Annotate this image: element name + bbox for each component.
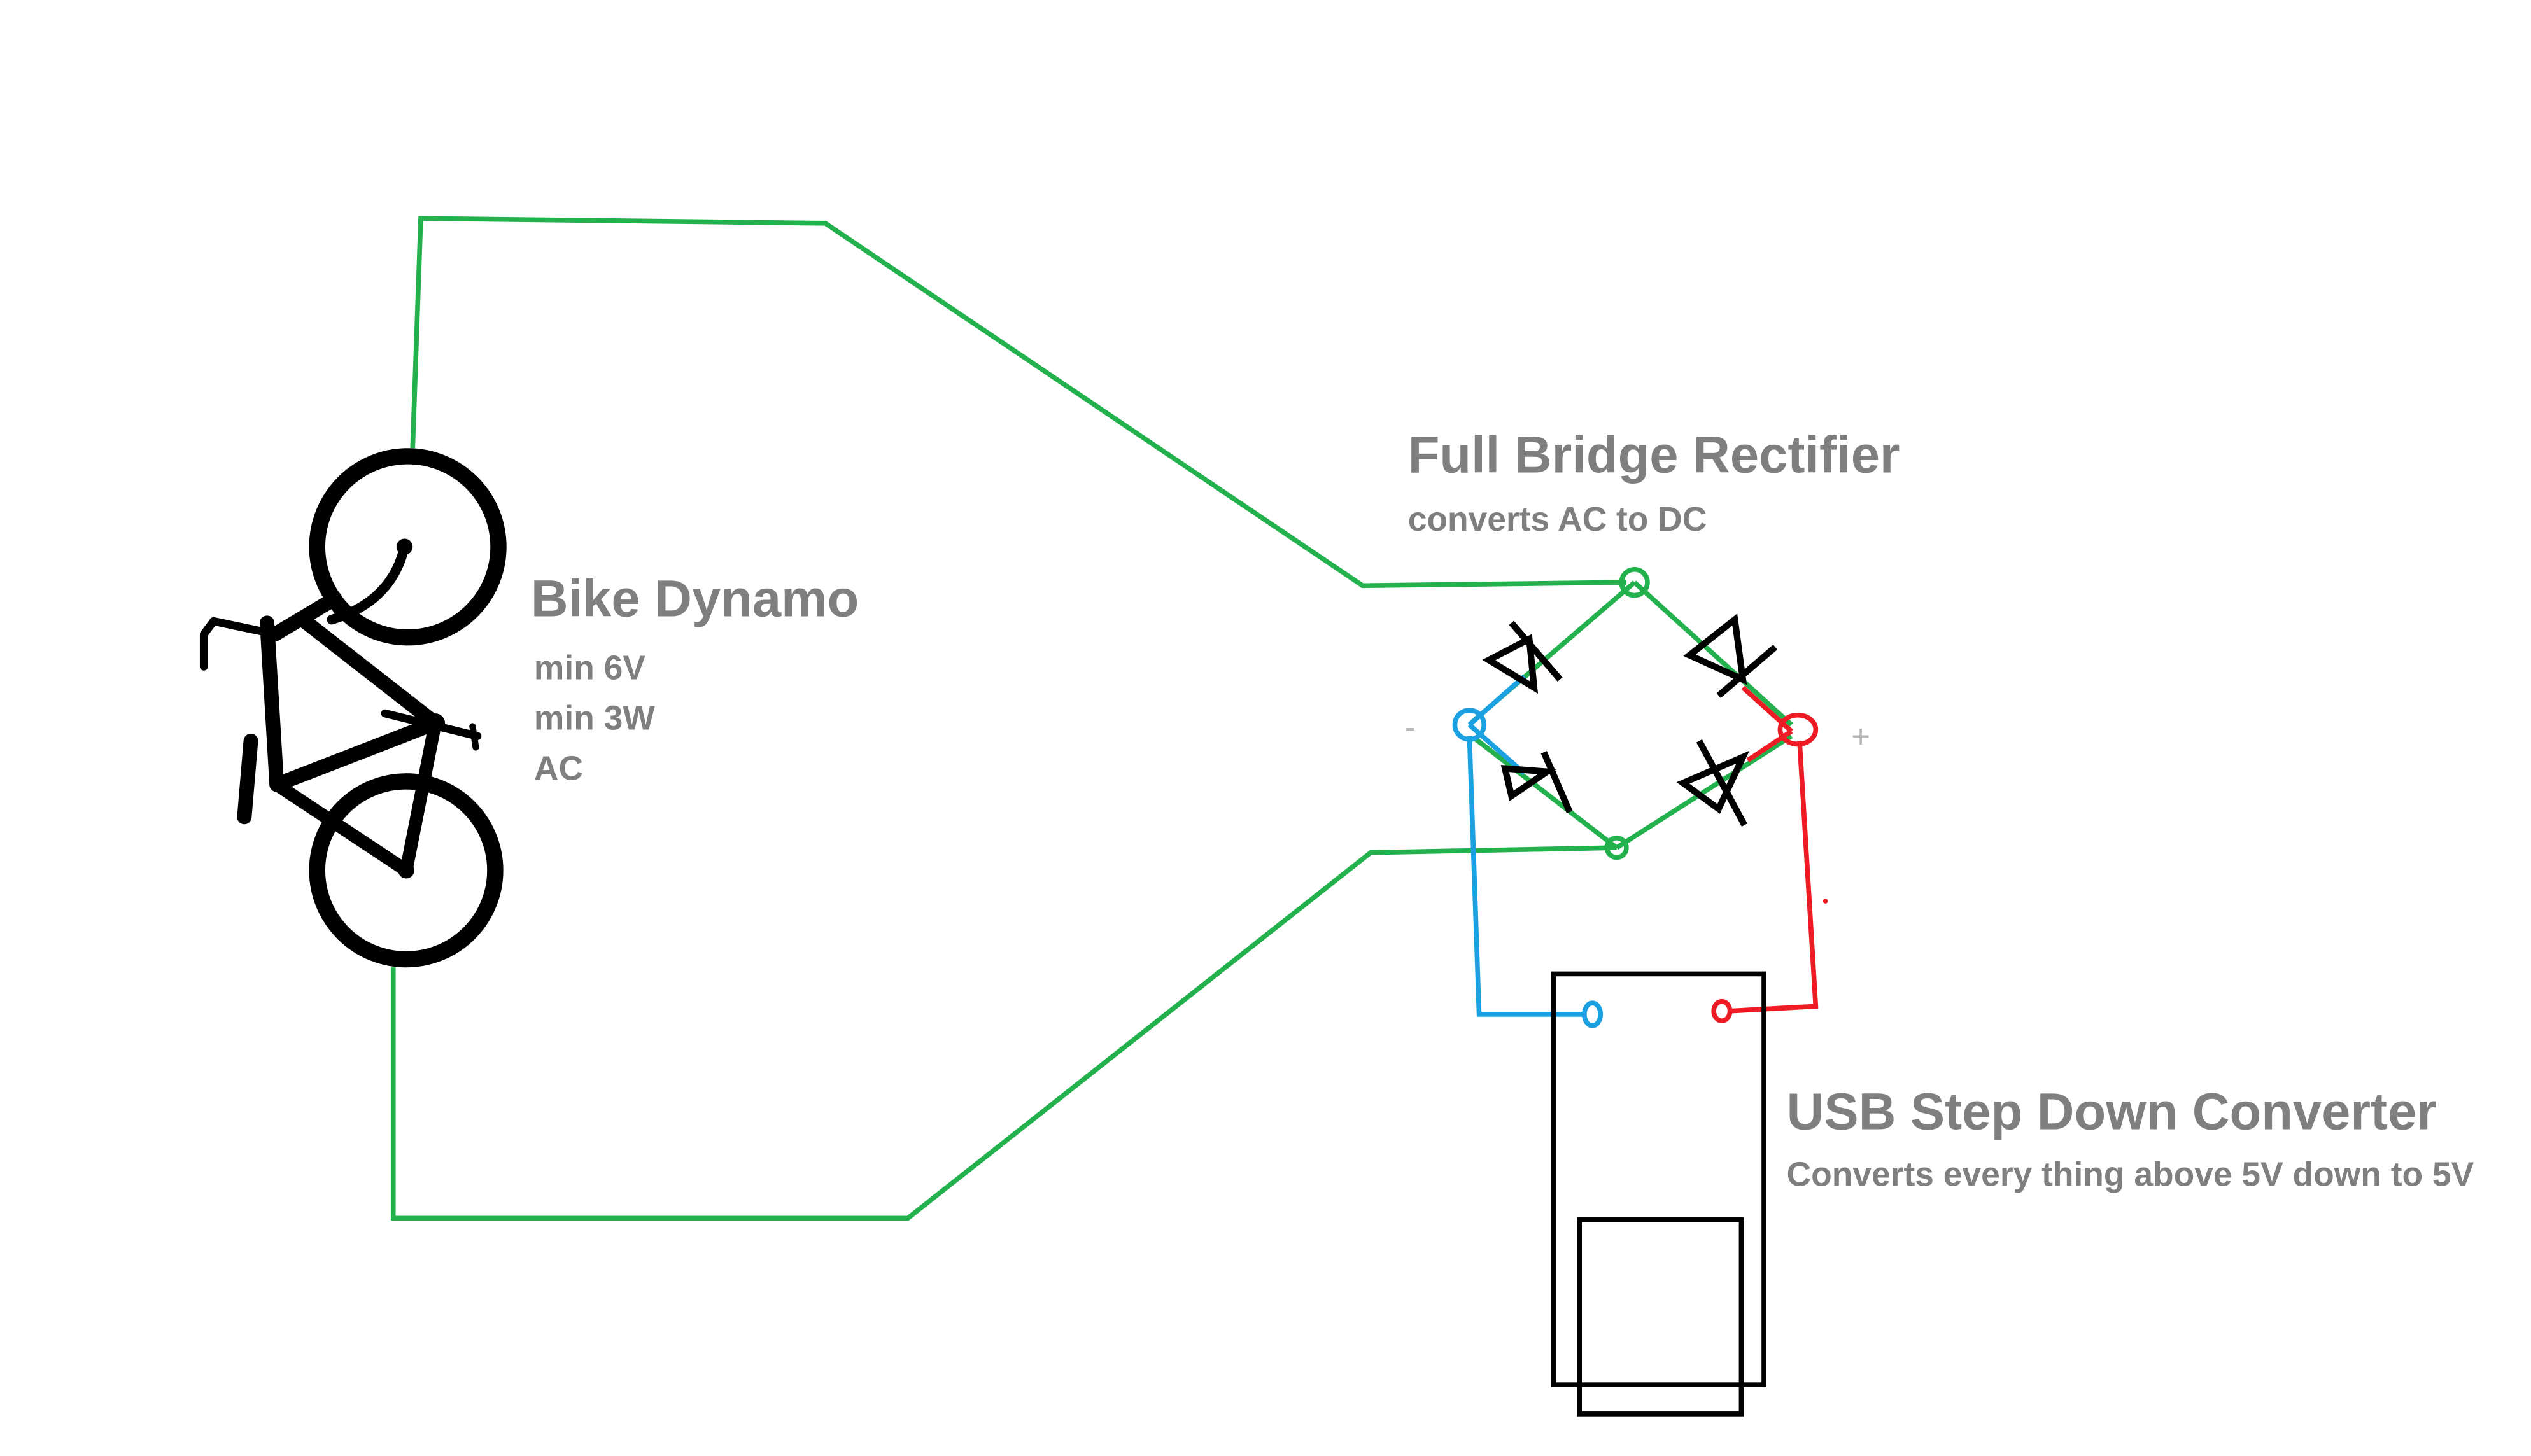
rectifier-title: Full Bridge Rectifier xyxy=(1408,426,1900,484)
converter-positive-terminal xyxy=(1711,998,1733,1023)
stray-dot xyxy=(1822,899,1828,904)
dynamo-spec-voltage: min 6V xyxy=(534,650,645,687)
positive-polarity-label: + xyxy=(1851,718,1870,755)
usb-port xyxy=(1577,1217,1744,1417)
bridge-edge-top-right xyxy=(1633,580,1793,727)
rectifier-subtitle: converts AC to DC xyxy=(1408,501,1707,538)
positive-node xyxy=(1777,712,1819,747)
negative-polarity-label: - xyxy=(1405,708,1416,745)
diode-icon xyxy=(1683,613,1778,699)
ac-wire-bottom xyxy=(390,845,1617,1221)
diodes xyxy=(1482,613,1778,827)
dynamo-title: Bike Dynamo xyxy=(531,570,859,628)
diode-icon xyxy=(1482,620,1563,694)
bridge-edge-bottom-left xyxy=(1474,737,1618,850)
dynamo-spec-type: AC xyxy=(534,750,583,787)
ac-wires xyxy=(390,216,1793,1221)
dynamo-spec-power: min 3W xyxy=(534,700,655,738)
converter-subtitle: Converts every thing above 5V down to 5V xyxy=(1787,1156,2474,1193)
usb-converter-icon xyxy=(1551,971,1766,1417)
diode-icon xyxy=(1676,739,1750,827)
rear-wheel xyxy=(309,773,504,968)
converter-title: USB Step Down Converter xyxy=(1787,1082,2437,1140)
converter-body xyxy=(1551,971,1766,1387)
positive-wire xyxy=(1711,685,1819,1023)
bicycle-icon xyxy=(199,448,507,968)
diode-icon xyxy=(1500,751,1573,814)
negative-wire xyxy=(1452,674,1604,1028)
converter-negative-terminal xyxy=(1582,1000,1604,1028)
bridge-edge-bottom-right xyxy=(1615,734,1793,850)
bridge-node-top xyxy=(1619,567,1650,598)
front-wheel xyxy=(309,448,507,646)
bridge-node-bottom xyxy=(1604,836,1629,860)
ac-wire-top xyxy=(410,216,1626,589)
negative-node xyxy=(1452,708,1487,742)
